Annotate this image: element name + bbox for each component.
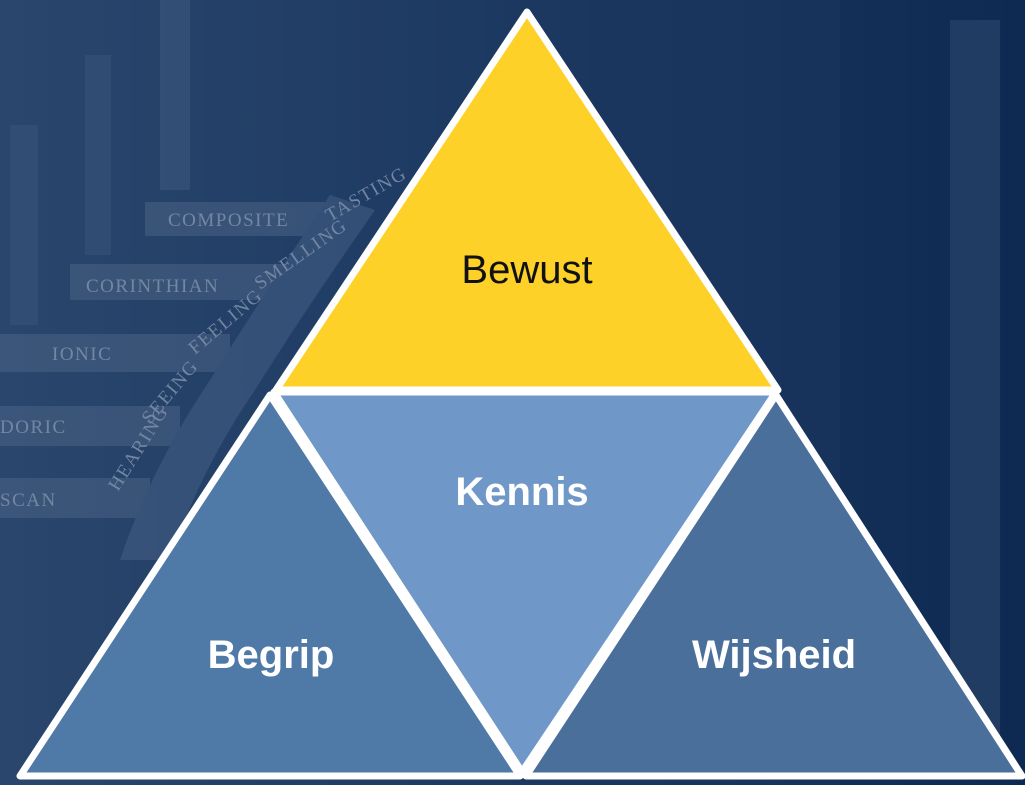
bg-label-corinthian: CORINTHIAN [86,276,219,297]
triangle-bewust [272,8,782,394]
bg-column [85,55,111,255]
bg-spiral-band [120,195,375,560]
label-begrip: Begrip [208,633,335,677]
bg-step [0,406,180,446]
label-wijsheid: Wijsheid [692,633,856,677]
bg-label-doric: DORIC [0,417,67,438]
bg-label-ionic: IONIC [52,344,112,365]
bg-step [0,334,230,372]
bg-column [10,125,38,325]
bg-step [0,478,150,518]
label-kennis: Kennis [455,470,588,514]
triangle-begrip [16,391,524,780]
label-bewust: Bewust [461,248,592,292]
bg-pillar-right [950,20,1000,760]
bg-step [70,264,300,300]
bg-label-composite: COMPOSITE [168,210,289,231]
triangle-wijsheid [522,391,1025,780]
bg-column [160,0,190,190]
bg-label-tuscan: SCAN [0,490,57,511]
pyramid [16,8,1025,780]
